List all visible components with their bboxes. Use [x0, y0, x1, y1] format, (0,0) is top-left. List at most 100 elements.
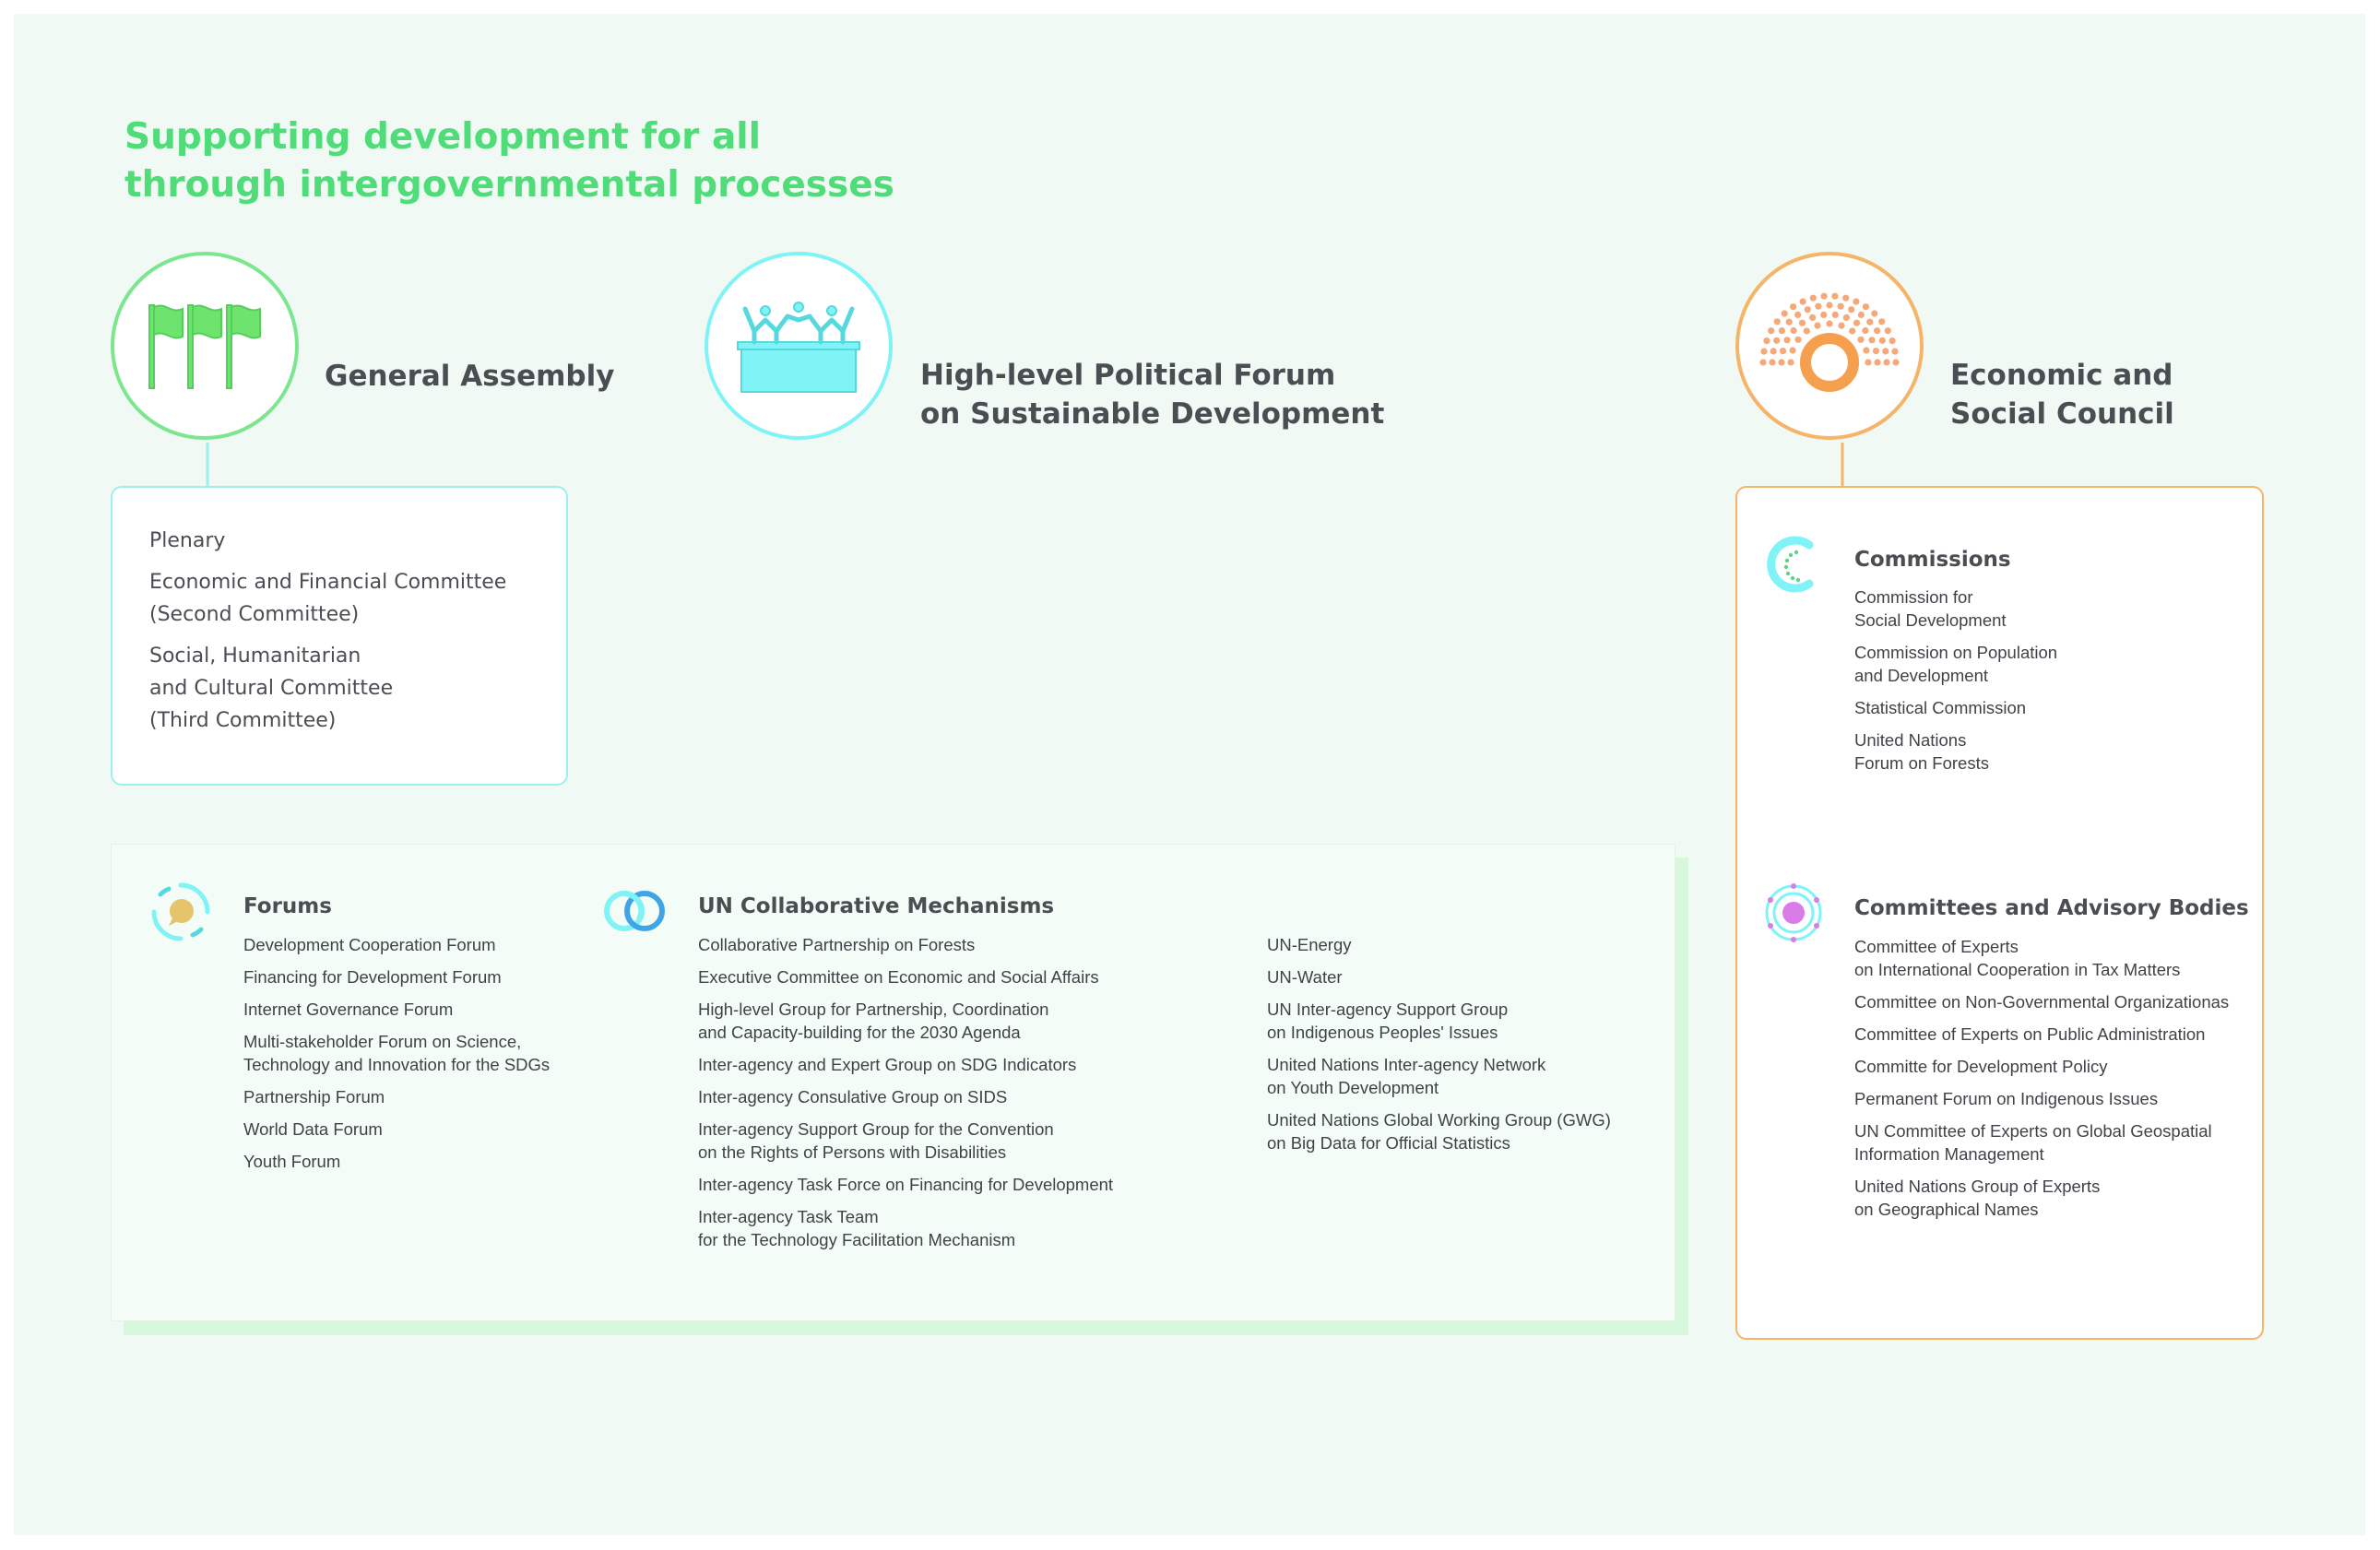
seat-dot — [1862, 326, 1869, 335]
list-item: World Data Forum — [243, 1119, 383, 1139]
ga-item: Economic and Financial Committee (Second… — [149, 571, 507, 626]
seat-dot — [1794, 311, 1802, 318]
seat-dot — [1769, 359, 1776, 366]
forums-list: Development Cooperation Forum Financing … — [243, 933, 631, 1182]
seat-dot — [1815, 302, 1822, 310]
seat-dot — [1787, 359, 1794, 366]
seat-dot — [1789, 347, 1796, 354]
seat-dot — [1809, 314, 1817, 321]
list-item: Commission for Social Development — [1854, 587, 2007, 630]
seat-dot — [1863, 347, 1870, 354]
list-item: Development Cooperation Forum — [243, 935, 496, 954]
seat-dot — [1798, 319, 1806, 326]
list-item: Youth Forum — [243, 1152, 341, 1171]
ga-committees-box: Plenary Economic and Financial Committee… — [111, 486, 568, 786]
flags-icon — [148, 304, 261, 389]
list-item: Internet Governance Forum — [243, 1000, 454, 1019]
seat-dot — [1790, 303, 1797, 311]
mechanisms-list-col2: UN-Energy UN-Water UN Inter-agency Suppo… — [1267, 933, 1654, 1164]
seat-dot — [1790, 326, 1797, 335]
seat-dot — [1785, 318, 1793, 325]
seat-dot — [1871, 310, 1878, 317]
seat-dot — [1884, 327, 1891, 335]
seat-dot — [1853, 319, 1861, 326]
ga-committees-list: Plenary Economic and Financial Committee… — [149, 525, 555, 746]
mechanisms-list-col1: Collaborative Partnership on Forests Exe… — [698, 933, 1251, 1260]
seat-dot — [1849, 327, 1856, 335]
list-item: Partnership Forum — [243, 1087, 385, 1106]
diagram-canvas: Supporting development for all through i… — [14, 14, 2365, 1535]
seat-dot — [1814, 322, 1821, 329]
list-item: United Nations Forum on Forests — [1854, 730, 1989, 773]
list-item: UN Inter-agency Support Group on Indigen… — [1267, 1000, 1509, 1042]
list-item: Committee of Experts on Public Administr… — [1854, 1024, 2206, 1044]
list-item: Statistical Commission — [1854, 698, 2027, 717]
list-item: Inter-agency Support Group for the Conve… — [698, 1119, 1054, 1162]
list-item: United Nations Global Working Group (GWG… — [1267, 1110, 1611, 1153]
hlpf-label-line: High-level Political Forum — [920, 359, 1336, 392]
seat-dot — [1892, 359, 1900, 366]
ga-item: Plenary — [149, 529, 226, 552]
seat-dot — [1826, 302, 1833, 309]
list-item: High-level Group for Partnership, Coordi… — [698, 1000, 1049, 1042]
seat-dot — [1853, 298, 1860, 305]
seat-dot — [1783, 337, 1791, 344]
seat-dot — [1848, 306, 1855, 314]
seat-dot — [1770, 348, 1777, 355]
c-ring-icon — [1767, 536, 1814, 593]
seat-dot — [1872, 348, 1880, 355]
forums-heading: Forums — [243, 894, 332, 918]
general-assembly-label: General Assembly — [325, 360, 615, 393]
seat-dot — [1865, 359, 1872, 366]
ecosoc-node — [1735, 252, 1924, 440]
page-title: Supporting development for all through i… — [124, 113, 894, 209]
seat-dot — [1878, 318, 1886, 325]
list-item: Commission on Population and Development — [1854, 643, 2058, 685]
seat-dot — [1820, 292, 1828, 300]
list-item: UN Committee of Experts on Global Geospa… — [1854, 1121, 2212, 1164]
list-item: Financing for Development Forum — [243, 967, 502, 987]
list-item: Committe for Development Policy — [1854, 1057, 2108, 1076]
list-item: Inter-agency Consulative Group on SIDS — [698, 1087, 1008, 1106]
list-item: Inter-agency Task Team for the Technolog… — [698, 1207, 1016, 1249]
seat-dot — [1768, 327, 1775, 335]
seat-dot — [1862, 303, 1869, 311]
forums-mechanisms-panel: Forums Development Cooperation Forum Fin… — [111, 844, 1675, 1321]
committees-list: Committee of Experts on International Co… — [1854, 935, 2260, 1230]
seat-dot — [1866, 318, 1874, 325]
list-item: Committee on Non-Governmental Organizati… — [1854, 992, 2230, 1012]
seat-dot — [1760, 348, 1768, 355]
list-item: UN-Energy — [1267, 935, 1352, 954]
mechanisms-heading: UN Collaborative Mechanisms — [698, 894, 1055, 918]
list-item: Multi-stakeholder Forum on Science, Tech… — [243, 1032, 551, 1074]
list-item: Inter-agency Task Force on Financing for… — [698, 1175, 1114, 1194]
seat-dot — [1889, 337, 1896, 345]
seat-dot — [1842, 314, 1850, 321]
list-item: Permanent Forum on Indigenous Issues — [1854, 1089, 2159, 1108]
seat-dot — [1857, 336, 1865, 343]
seat-dot — [1874, 359, 1881, 366]
commissions-heading: Commissions — [1854, 548, 2011, 572]
seat-dot — [1759, 359, 1767, 366]
list-item: UN-Water — [1267, 967, 1343, 987]
hlpf-label: High-level Political Forum on Sustainabl… — [920, 356, 1384, 433]
seat-dot — [1781, 310, 1788, 317]
seat-dot — [1842, 294, 1850, 302]
seat-dot — [1799, 298, 1806, 305]
list-item: Inter-agency and Expert Group on SDG Ind… — [698, 1055, 1077, 1074]
ecosoc-label: Economic and Social Council — [1950, 356, 2174, 433]
list-item: Executive Committee on Economic and Soci… — [698, 967, 1099, 987]
list-item: United Nations Group of Experts on Geogr… — [1854, 1177, 2101, 1219]
seat-dot — [1773, 318, 1781, 325]
seat-dot — [1803, 327, 1810, 335]
seat-dot — [1837, 302, 1844, 310]
seat-dot — [1878, 337, 1886, 344]
seat-dot — [1826, 320, 1833, 327]
list-item: United Nations Inter-agency Network on Y… — [1267, 1055, 1546, 1097]
speech-bubble-icon — [151, 882, 210, 941]
seat-dot — [1779, 348, 1787, 355]
hlpf-label-line: on Sustainable Development — [920, 397, 1385, 431]
seat-dot — [1838, 322, 1845, 329]
seat-dot — [1874, 327, 1881, 335]
linked-rings-icon — [604, 891, 665, 931]
